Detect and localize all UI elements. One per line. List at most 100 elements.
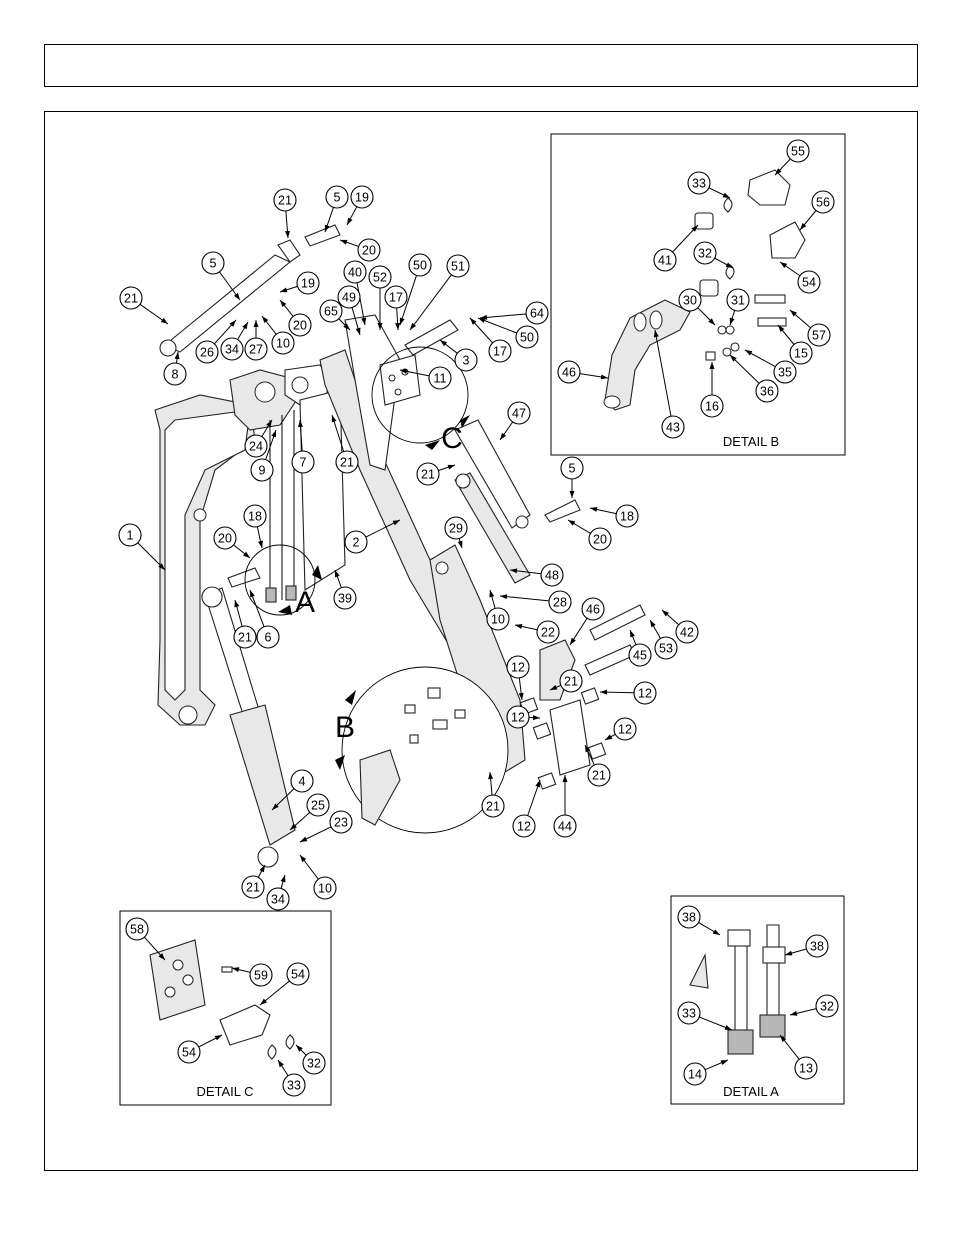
callout-number: 12 [638,687,652,701]
callout-arrowhead [392,520,400,526]
callout-balloon [683,1062,707,1086]
callout-3: 3 [439,339,478,372]
callout-38: 38 [677,905,721,936]
callout-balloon [266,887,290,911]
callout-number: 10 [276,337,290,351]
callout-leader [409,274,452,331]
callout-15: 15 [777,324,813,365]
callout-47: 47 [499,401,531,441]
detail-c-plate-58 [149,939,206,1021]
callout-32: 32 [693,241,734,269]
callout-number: 51 [451,260,465,274]
callout-balloon [163,362,187,386]
callout-balloon [654,636,678,660]
fitting-preview [409,734,419,744]
callout-55: 55 [774,139,810,176]
callout-arrowhead [562,775,568,782]
detail-c-box [119,910,332,1106]
callout-number: 10 [318,882,332,896]
callout-balloon [560,456,584,480]
callout-6: 6 [249,589,280,649]
callout-balloon [220,337,244,361]
callout-balloon [512,814,536,838]
callout-number: 21 [564,675,578,689]
callout-13: 13 [779,1034,818,1080]
pin-45 [589,604,646,641]
view-arrow-a2 [312,565,322,580]
callout-28: 28 [499,590,572,614]
callout-number: 14 [688,1068,702,1082]
callout-arrowhead [478,318,486,323]
callout-balloon [559,669,583,693]
callout-number: 34 [271,893,285,907]
callout-number: 3 [463,354,470,368]
callout-number: 30 [683,294,697,308]
callout-number: 23 [334,816,348,830]
detail-c-ring-33 [267,1044,277,1060]
callout-2: 2 [344,519,401,554]
callout-number: 20 [218,532,232,546]
callout-arrowhead [260,998,268,1005]
fitting-15 [757,317,787,327]
callout-arrowhead [331,415,337,423]
callout-arrowhead [532,715,540,721]
view-letter-a: A [295,586,315,619]
callout-arrowhead [160,317,168,324]
callout-arrowhead [480,314,488,320]
elbow-fitting-56 [769,221,806,259]
callout-balloon [244,434,268,458]
pin-3 [404,319,459,356]
callout-arrowhead [284,230,290,238]
callout-number: 50 [520,331,534,345]
callout-50: 50 [477,317,539,349]
callout-arrowhead [400,368,408,374]
callout-number: 29 [449,522,463,536]
callout-arrowhead [712,929,720,935]
callout-number: 21 [238,631,252,645]
callout-20: 20 [213,526,251,559]
callout-balloon [540,563,564,587]
bushing-12 [580,687,600,705]
callout-number: 21 [421,468,435,482]
callout-balloon [786,139,810,163]
callout-arrowhead [399,317,405,325]
callout-12: 12 [599,681,657,705]
ring-35 [730,342,740,352]
ring-36 [722,347,732,357]
view-letter-c: C [441,422,463,455]
callout-number: 33 [287,1079,301,1093]
callout-20: 20 [339,238,381,262]
callout-number: 59 [254,969,268,983]
callout-21: 21 [273,188,297,239]
callout-balloon [256,625,280,649]
callout-balloon [677,905,701,929]
callout-arrowhead [242,322,248,330]
callout-10: 10 [486,589,510,631]
callout-17: 17 [469,317,512,363]
callout-balloon [726,288,750,312]
detail-b-label: DETAIL B [723,434,779,449]
detail-a-label: DETAIL A [723,1084,779,1099]
callout-arrowhead [708,318,715,325]
callout-arrowhead [724,1025,732,1030]
callout-11: 11 [399,366,452,390]
callout-balloon [700,394,724,418]
callout-20: 20 [279,299,312,337]
callout-balloon [325,185,349,209]
detail-c-drawing [149,939,295,1060]
callout-balloon [794,1056,818,1080]
callout-balloon [506,705,530,729]
callout-arrowhead [778,325,785,332]
callout-52: 52 [368,265,392,330]
callout-balloon [250,458,274,482]
callout-arrowhead [722,192,730,198]
callout-19: 19 [346,185,374,226]
callout-balloon [335,450,359,474]
lower-arm-top-hole [435,561,449,575]
callout-balloon [515,325,539,349]
callout-59: 59 [231,963,273,987]
detail-b-drawing [603,169,806,411]
callout-arrowhead [395,322,401,330]
callout-number: 52 [373,271,387,285]
bracket-hole [649,310,663,330]
